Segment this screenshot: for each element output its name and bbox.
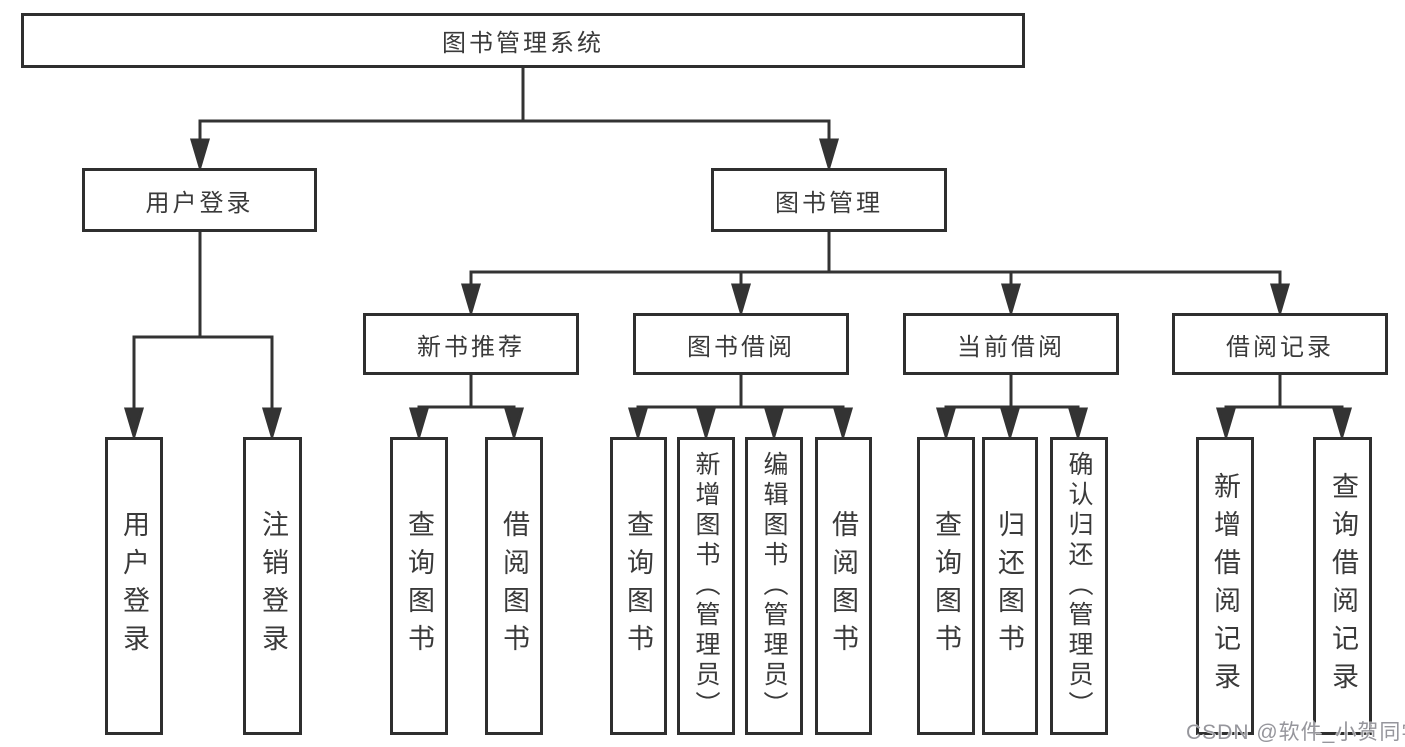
connector-book-mgmt-children xyxy=(460,232,1291,318)
node-book-borrow: 图书借阅 xyxy=(633,313,849,375)
leaf-user-login: 用户登录 xyxy=(105,437,163,735)
leaf-borrow-book: 借阅图书 xyxy=(815,437,872,735)
connector-book-borrow-children xyxy=(627,375,854,442)
leaf-query-borrow-record: 查询借阅记录 xyxy=(1313,437,1372,735)
leaf-edit-book-admin: 编辑图书（管理员） xyxy=(745,437,803,735)
leaf-return-book: 归还图书 xyxy=(982,437,1038,735)
leaf-query-book-recommend: 查询图书 xyxy=(390,437,448,735)
leaf-add-book-admin: 新增图书（管理员） xyxy=(677,437,735,735)
connector-current-borrow-children xyxy=(935,375,1089,442)
node-user-login: 用户登录 xyxy=(82,168,317,232)
connector-user-login-children xyxy=(123,232,283,442)
leaf-query-book-current: 查询图书 xyxy=(917,437,975,735)
connector-root-to-level2 xyxy=(189,68,840,173)
node-current-borrow: 当前借阅 xyxy=(903,313,1119,375)
node-new-book-recommend: 新书推荐 xyxy=(363,313,579,375)
leaf-logout: 注销登录 xyxy=(243,437,302,735)
csdn-watermark: CSDN @软件_小贺同学 xyxy=(1186,721,1405,744)
node-book-management: 图书管理 xyxy=(711,168,947,232)
connector-new-book-children xyxy=(408,375,525,442)
leaf-query-book-borrow: 查询图书 xyxy=(610,437,667,735)
node-library-system-root: 图书管理系统 xyxy=(21,13,1025,68)
connector-borrow-records-children xyxy=(1215,375,1353,442)
leaf-borrow-book-recommend: 借阅图书 xyxy=(485,437,543,735)
leaf-confirm-return-admin: 确认归还（管理员） xyxy=(1050,437,1108,735)
leaf-add-borrow-record: 新增借阅记录 xyxy=(1196,437,1254,735)
node-borrow-records: 借阅记录 xyxy=(1172,313,1388,375)
